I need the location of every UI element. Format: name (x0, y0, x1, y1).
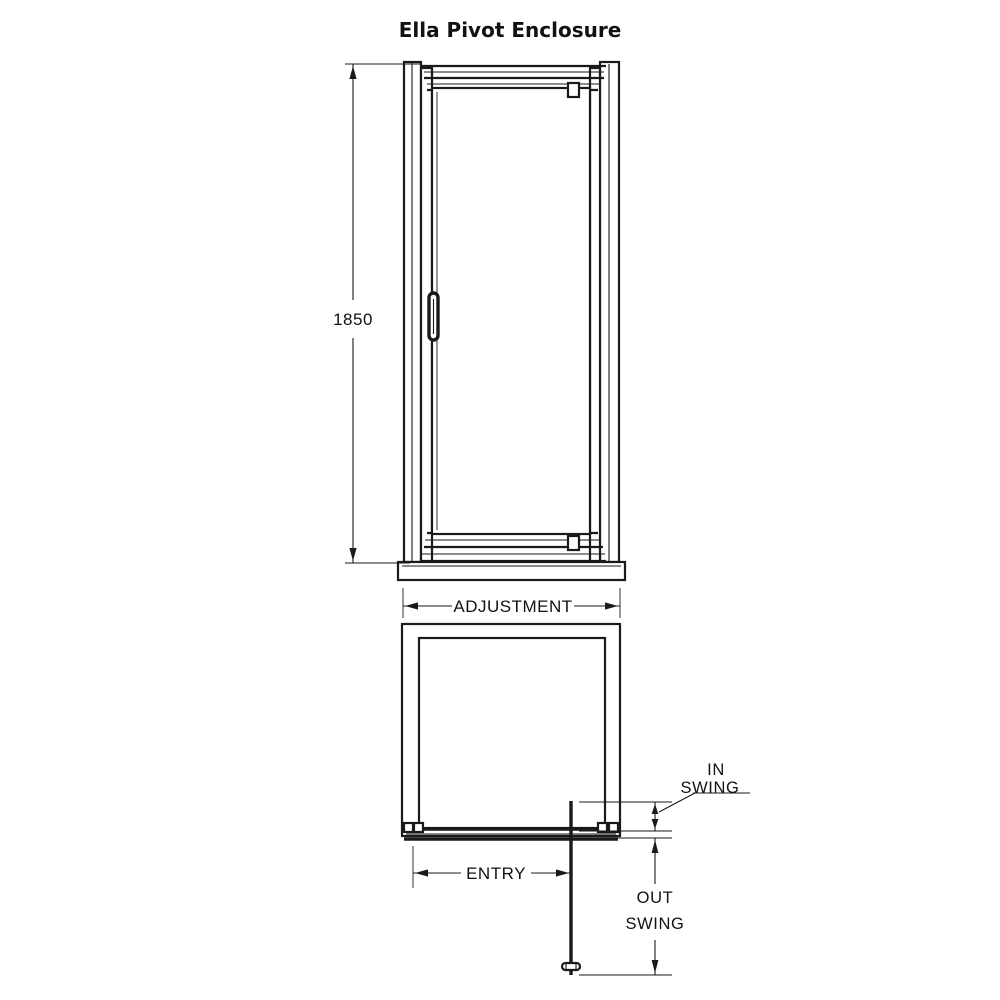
in-swing-label-line2: SWING (681, 779, 740, 797)
door-handle (427, 291, 440, 342)
in-swing-label-line1: IN (707, 761, 725, 779)
elevation-view: 1850 ADJUSTMENT (333, 60, 627, 618)
dimension-adjustment: ADJUSTMENT (402, 588, 621, 618)
dimension-entry: ENTRY (412, 846, 572, 890)
out-swing-label-line1: OUT (637, 889, 674, 907)
pivot-bracket-top (566, 81, 581, 99)
side-profile-right (588, 60, 621, 564)
page-title: Ella Pivot Enclosure (399, 18, 622, 42)
dimension-entry-label: ENTRY (466, 864, 526, 883)
swing-door-handle (560, 961, 582, 972)
dimension-in-swing: IN SWING (579, 761, 750, 832)
plan-corner-bracket-right (596, 821, 620, 834)
dimension-adjustment-label: ADJUSTMENT (453, 597, 572, 616)
dimension-out-swing: OUT SWING (579, 837, 685, 976)
dimension-height-1850: 1850 (333, 63, 420, 564)
door-leaf-elevation (430, 86, 592, 536)
dimension-height-label: 1850 (333, 310, 373, 329)
out-swing-label-line2: SWING (626, 915, 685, 933)
plan-front-rails (404, 827, 618, 841)
plan-inner-box (417, 636, 607, 830)
pivot-bracket-bottom (566, 534, 581, 552)
plan-view (400, 622, 622, 975)
base-tray (396, 560, 627, 582)
plan-corner-bracket-left (402, 821, 425, 834)
